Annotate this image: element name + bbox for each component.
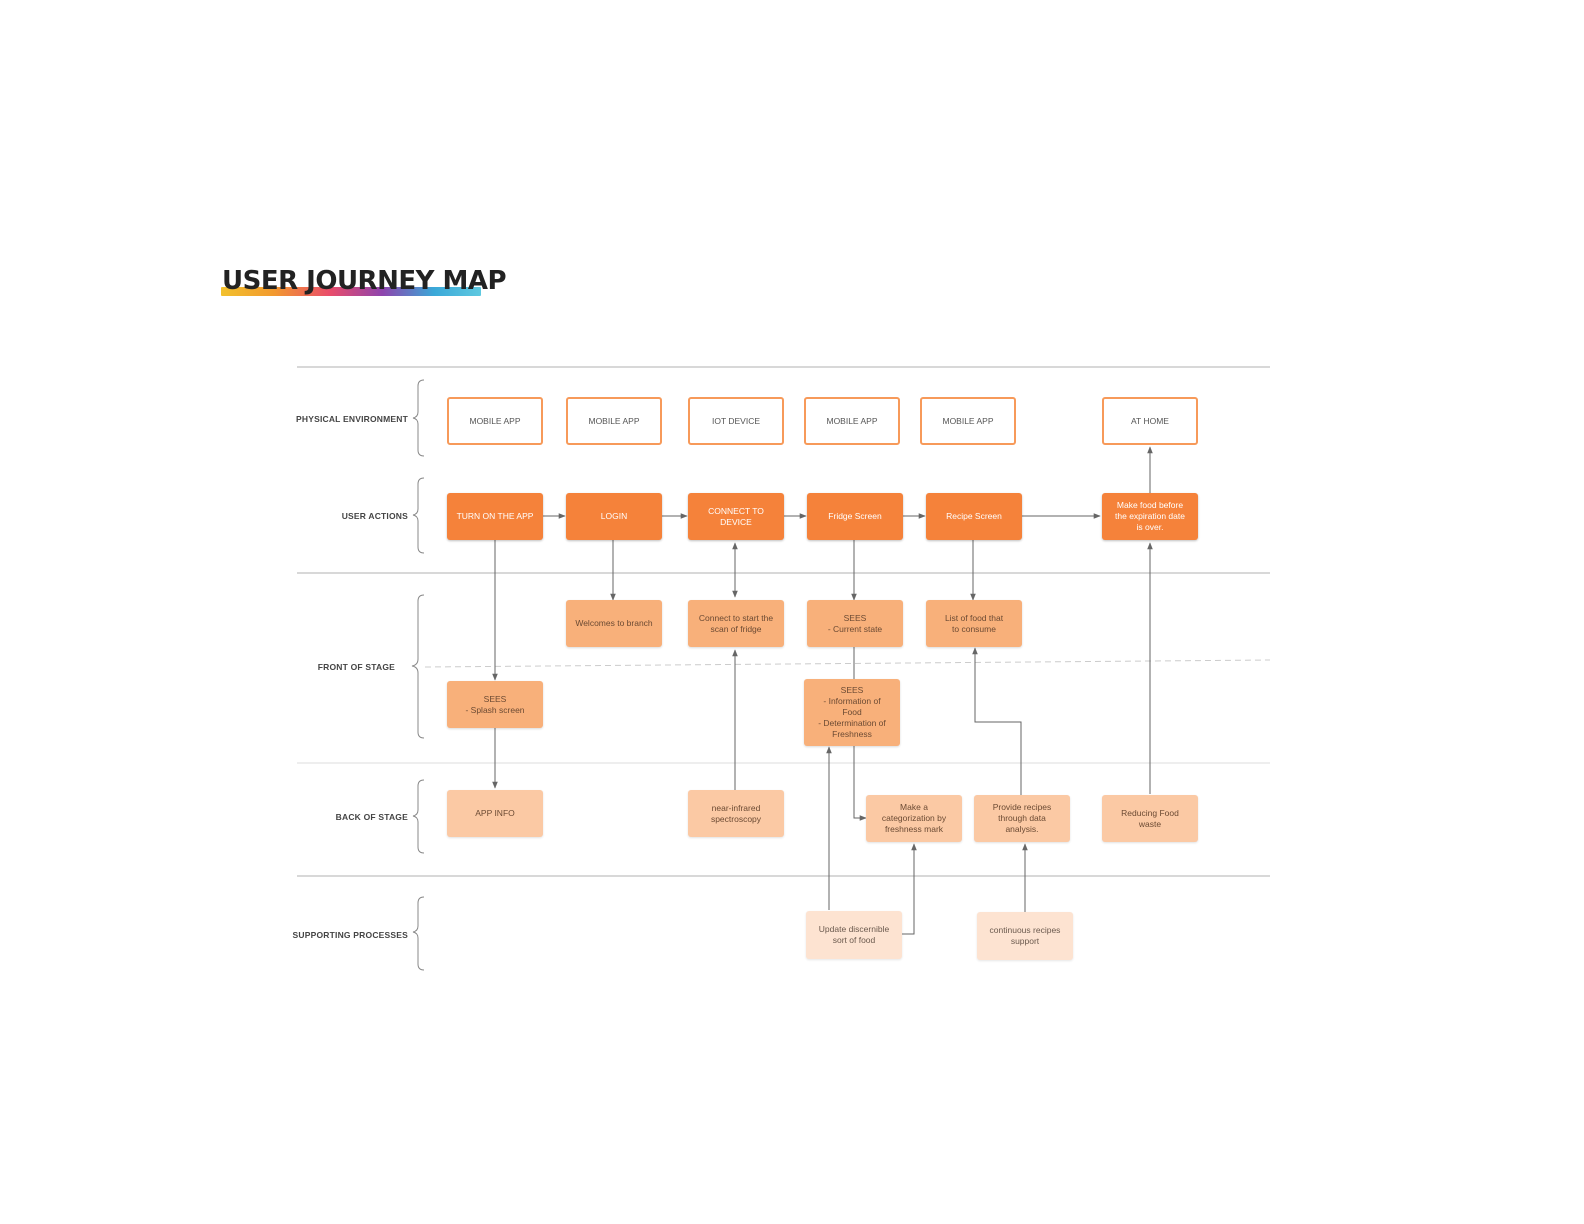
node-act2: LOGIN xyxy=(566,493,662,540)
line-of-visibility xyxy=(424,659,1271,668)
node-fr1: Welcomes to branch xyxy=(566,600,662,647)
brace-back xyxy=(412,779,425,854)
node-act3: CONNECT TO DEVICE xyxy=(688,493,784,540)
lane-label-back: BACK OF STAGE xyxy=(335,812,408,822)
node-env3: IOT DEVICE xyxy=(688,397,784,445)
brace-physical xyxy=(412,379,425,457)
node-act4: Fridge Screen xyxy=(807,493,903,540)
node-act6: Make food before the expiration date is … xyxy=(1102,493,1198,540)
node-act1: TURN ON THE APP xyxy=(447,493,543,540)
node-env6: AT HOME xyxy=(1102,397,1198,445)
node-fr6: SEES - Information of Food - Determinati… xyxy=(804,679,900,746)
brace-front xyxy=(411,594,425,739)
node-fr5: SEES - Splash screen xyxy=(447,681,543,728)
node-bk1: APP INFO xyxy=(447,790,543,837)
node-act5: Recipe Screen xyxy=(926,493,1022,540)
lane-label-physical: PHYSICAL ENVIRONMENT xyxy=(296,414,408,424)
arrow-sp1-bk3 xyxy=(902,843,917,935)
node-fr2: Connect to start the scan of fridge xyxy=(688,600,784,647)
lane-label-support: SUPPORTING PROCESSES xyxy=(292,930,408,940)
title-underline xyxy=(221,287,481,296)
arrow-fr6-bk3 xyxy=(853,746,867,821)
page-title: USER JOURNEY MAP xyxy=(222,266,507,296)
node-fr3: SEES - Current state xyxy=(807,600,903,647)
lane-label-front: FRONT OF STAGE xyxy=(317,662,395,672)
arrow-bk4-fr4 xyxy=(972,647,1022,795)
brace-actions xyxy=(412,477,425,554)
node-bk3: Make a categorization by freshness mark xyxy=(866,795,962,842)
lane-label-actions: USER ACTIONS xyxy=(341,511,408,521)
node-env5: MOBILE APP xyxy=(920,397,1016,445)
brace-support xyxy=(412,896,425,971)
node-sp2: continuous recipes support xyxy=(977,912,1073,960)
node-bk5: Reducing Food waste xyxy=(1102,795,1198,842)
node-fr4: List of food that to consume xyxy=(926,600,1022,647)
node-env1: MOBILE APP xyxy=(447,397,543,445)
node-bk2: near-infrared spectroscopy xyxy=(688,790,784,837)
node-env2: MOBILE APP xyxy=(566,397,662,445)
node-bk4: Provide recipes through data analysis. xyxy=(974,795,1070,842)
node-env4: MOBILE APP xyxy=(804,397,900,445)
node-sp1: Update discernible sort of food xyxy=(806,911,902,959)
